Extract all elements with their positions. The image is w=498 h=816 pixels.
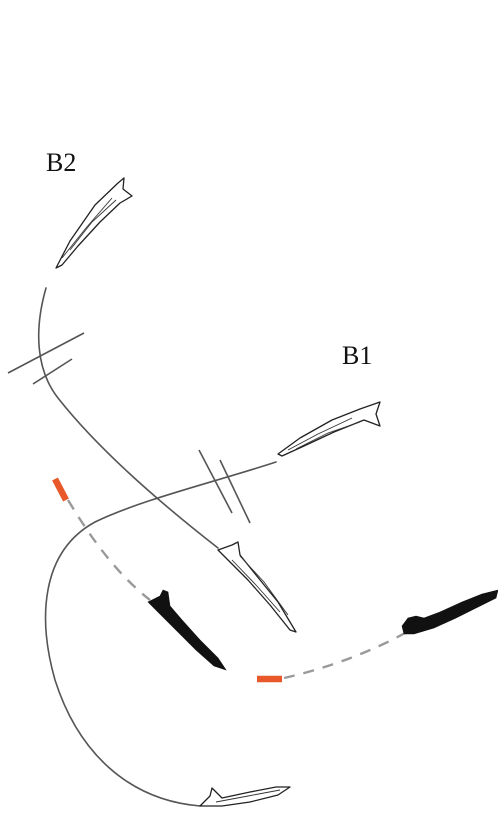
tick-b2-2 <box>32 358 73 385</box>
track-b1 <box>44 461 277 807</box>
outlined-ship-icon <box>277 401 381 457</box>
outlined-ship-icon <box>55 177 133 269</box>
dashed-path-right <box>283 631 406 680</box>
label-b2: B2 <box>46 148 76 177</box>
outlined-ship-icon <box>199 786 291 807</box>
tick-b2-1 <box>7 332 85 374</box>
label-b1: B1 <box>342 341 372 370</box>
filled-ship-icon <box>147 589 227 671</box>
dashed-path-left <box>66 499 151 601</box>
outlined-ship-icon <box>217 541 297 633</box>
tick-b1-1 <box>198 449 233 514</box>
tick-b1-2 <box>219 459 251 524</box>
orange-marker <box>52 477 69 502</box>
filled-ship-icon <box>401 589 498 635</box>
track-b2 <box>37 287 219 549</box>
